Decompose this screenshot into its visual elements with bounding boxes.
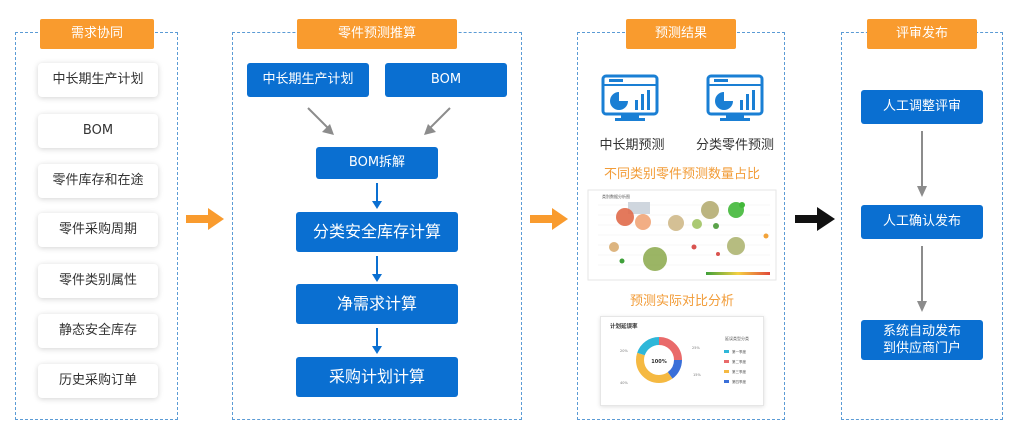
donut-pct-label: 20% xyxy=(620,349,628,353)
donut-legend-item: 第三季度 xyxy=(732,369,746,374)
safety-stock-calc-box[interactable]: 分类安全库存计算 xyxy=(296,212,458,252)
gray-down-arrow-icon xyxy=(917,246,927,312)
demand-item[interactable]: 静态安全库存 xyxy=(38,314,158,348)
donut-slice xyxy=(636,337,682,383)
manual-review-box[interactable]: 人工调整评审 xyxy=(861,90,983,124)
donut-slice xyxy=(636,337,682,383)
down-arrow-icon xyxy=(372,328,382,354)
demand-item[interactable]: 中长期生产计划 xyxy=(38,63,158,97)
donut-pct-label: 25% xyxy=(692,346,700,350)
demand-item[interactable]: BOM xyxy=(38,114,158,148)
black-arrow-icon xyxy=(795,207,835,231)
long-term-forecast-label: 中长期预测 xyxy=(599,138,665,153)
bubble-chart-caption: 不同类别零件预测数量占比 xyxy=(603,167,760,182)
down-arrow-icon xyxy=(372,183,382,209)
monitor-chart-icon xyxy=(601,74,659,121)
demand-item[interactable]: 历史采购订单 xyxy=(38,364,158,398)
donut-legend-item: 第二季度 xyxy=(732,359,746,364)
net-demand-calc-box[interactable]: 净需求计算 xyxy=(296,284,458,324)
donut-legend-item: 第一季度 xyxy=(732,349,746,354)
orange-arrow-icon xyxy=(186,208,224,230)
demand-item[interactable]: 零件库存和在途 xyxy=(38,164,158,198)
donut-center-value: 100% xyxy=(651,359,666,365)
donut-arcs xyxy=(636,337,682,383)
input-bom[interactable]: BOM xyxy=(385,63,507,97)
monitor-chart-icon xyxy=(706,74,764,121)
legend-swatch xyxy=(724,370,729,373)
gray-down-arrow-icon xyxy=(917,131,927,197)
category-forecast-label: 分类零件预测 xyxy=(695,138,774,153)
forecast-calc-tag: 零件预测推算 xyxy=(297,19,457,49)
donut-legend-item: 第四季度 xyxy=(732,379,746,384)
review-tag: 评审发布 xyxy=(867,19,977,49)
merge-arrows-icon xyxy=(307,107,451,135)
manual-confirm-box[interactable]: 人工确认发布 xyxy=(861,205,983,239)
auto-publish-line2: 到供应商门户 xyxy=(882,341,961,356)
donut-chart-title: 计划延误率 xyxy=(610,322,638,330)
legend-swatch xyxy=(724,380,729,383)
legend-swatch xyxy=(724,360,729,363)
demand-item[interactable]: 零件类别属性 xyxy=(38,264,158,298)
donut-legend-title: 延误类型分类 xyxy=(725,335,749,341)
donut-chart-caption: 预测实际对比分析 xyxy=(629,294,734,309)
demand-tag: 需求协同 xyxy=(40,19,154,49)
donut-pct-label: 15% xyxy=(693,373,701,377)
bom-split-box[interactable]: BOM拆解 xyxy=(316,147,438,179)
orange-arrow-icon xyxy=(530,208,568,230)
auto-publish-line1: 系统自动发布 xyxy=(882,324,961,339)
donut-pct-label: 40% xyxy=(620,381,628,385)
donut-chart-thumbnail: 计划延误率 100% 20% 25% 40% 15% 延误类型分类 第一季度 第… xyxy=(610,322,749,385)
demand-item[interactable]: 零件采购周期 xyxy=(38,213,158,247)
bubble-chart-thumbnail: 类别数据分析图 xyxy=(587,189,777,281)
bubble-chart-title: 类别数据分析图 xyxy=(602,193,630,199)
input-production-plan[interactable]: 中长期生产计划 xyxy=(247,63,369,97)
auto-publish-box[interactable]: 系统自动发布 到供应商门户 xyxy=(861,320,983,360)
legend-swatch xyxy=(724,350,729,353)
purchase-plan-calc-box[interactable]: 采购计划计算 xyxy=(296,357,458,397)
donut-chart-card xyxy=(600,316,764,406)
forecast-result-tag: 预测结果 xyxy=(626,19,736,49)
down-arrow-icon xyxy=(372,256,382,282)
